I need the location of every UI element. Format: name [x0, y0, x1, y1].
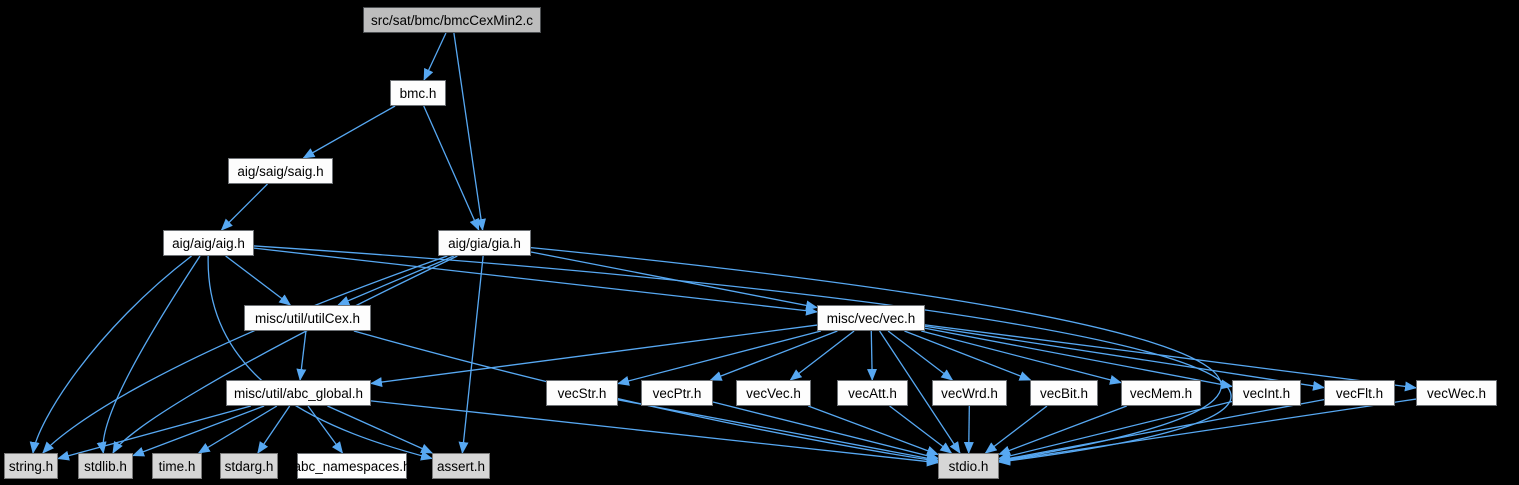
include-edge-aig-to-stdio: [253, 245, 1232, 466]
include-edge-vec-to-vecwrd: [887, 330, 954, 381]
include-edge-gia-to-stdlib: [112, 255, 458, 454]
graph-node-vecatt[interactable]: vecAtt.h: [837, 380, 908, 406]
graph-node-vecwec[interactable]: vecWec.h: [1416, 380, 1497, 406]
include-edge-abcglobal-to-assert: [327, 405, 433, 454]
include-edge-vec-to-vecint: [924, 327, 1233, 390]
include-edge-vecflt-to-stdio: [998, 398, 1325, 464]
include-edge-vec-to-abcglobal: [370, 324, 818, 388]
include-edge-vec-to-stdio: [879, 330, 961, 454]
graph-node-vecvec[interactable]: vecVec.h: [736, 380, 811, 406]
graph-node-stdio[interactable]: stdio.h: [938, 453, 999, 479]
include-edge-aig-to-assert: [207, 255, 433, 461]
include-edge-vecwec-to-stdio: [998, 398, 1417, 465]
graph-node-string[interactable]: string.h: [4, 453, 58, 479]
graph-node-vecstr[interactable]: vecStr.h: [546, 380, 618, 406]
graph-node-vecint[interactable]: vecInt.h: [1232, 380, 1301, 406]
graph-node-aig[interactable]: aig/aig/aig.h: [163, 230, 254, 256]
include-edge-abcglobal-to-stdlib: [132, 405, 265, 457]
include-edge-vec-to-vecwec: [924, 324, 1417, 392]
include-edge-root-to-gia: [453, 32, 486, 231]
graph-node-saig[interactable]: aig/saig/saig.h: [228, 158, 333, 184]
include-edge-vecwrd-to-stdio: [963, 405, 974, 454]
include-edge-bmc-to-saig: [302, 105, 396, 159]
graph-node-root: src/sat/bmc/bmcCexMin2.c: [363, 7, 541, 33]
include-edge-vecatt-to-stdio: [889, 405, 953, 454]
include-edge-gia-to-stdio: [530, 246, 1222, 465]
include-edge-aig-to-utilcex: [225, 255, 292, 306]
include-edge-vecmem-to-stdio: [998, 405, 1127, 456]
include-edge-abcglobal-to-stdio: [370, 400, 939, 467]
include-edge-vec-to-vecptr: [709, 330, 838, 381]
include-edge-abcglobal-to-time: [197, 405, 278, 454]
include-edge-vecptr-to-stdio: [712, 401, 939, 461]
graph-node-stdarg[interactable]: stdarg.h: [220, 453, 278, 479]
graph-node-gia[interactable]: aig/gia/gia.h: [438, 230, 531, 256]
include-edge-vecbit-to-stdio: [984, 405, 1048, 454]
include-edge-abcglobal-to-string: [57, 405, 252, 461]
include-edge-vecint-to-stdio: [998, 400, 1233, 461]
graph-node-time[interactable]: time.h: [152, 453, 202, 479]
include-edge-saig-to-aig: [220, 183, 268, 231]
include-edge-vec-to-vecstr: [617, 330, 822, 386]
graph-node-vecmem[interactable]: vecMem.h: [1121, 380, 1201, 406]
include-edge-vec-to-vecflt: [924, 325, 1325, 391]
graph-node-vecptr[interactable]: vecPtr.h: [641, 380, 713, 406]
include-edge-vec-to-vecatt: [867, 330, 878, 381]
include-edge-root-to-bmc: [423, 32, 447, 81]
graph-node-stdlib[interactable]: stdlib.h: [78, 453, 133, 479]
include-edge-gia-to-assert: [458, 255, 484, 454]
include-edge-vec-to-vecbit: [904, 330, 1032, 381]
graph-node-vecwrd[interactable]: vecWrd.h: [932, 380, 1007, 406]
include-edge-aig-to-string: [29, 255, 192, 454]
graph-node-utilcex[interactable]: misc/util/utilCex.h: [244, 305, 371, 331]
graph-node-abcns[interactable]: abc_namespaces.h: [293, 453, 411, 479]
graph-node-vecbit[interactable]: vecBit.h: [1030, 380, 1098, 406]
include-edge-aig-to-stdlib: [96, 255, 201, 454]
include-edge-vecstr-to-stdio: [617, 399, 939, 464]
include-edge-bmc-to-gia: [423, 105, 480, 231]
include-edge-aig-to-vec: [253, 247, 818, 316]
include-edge-gia-to-string: [42, 255, 448, 454]
include-edge-vecvec-to-stdio: [807, 405, 939, 456]
graph-node-vecflt[interactable]: vecFlt.h: [1324, 380, 1395, 406]
include-edge-abcglobal-to-stdarg: [257, 405, 291, 454]
graph-node-abcglobal[interactable]: misc/util/abc_global.h: [226, 380, 371, 406]
include-edge-abcglobal-to-abcns: [307, 405, 344, 454]
graph-node-assert[interactable]: assert.h: [432, 453, 490, 479]
include-edge-utilcex-to-abcglobal: [296, 330, 307, 381]
include-edge-vec-to-vecvec: [789, 330, 855, 381]
include-edge-vec-to-vecmem: [921, 330, 1122, 385]
include-edge-gia-to-utilcex: [337, 255, 455, 306]
graph-node-bmc[interactable]: bmc.h: [390, 80, 446, 106]
graph-node-vec[interactable]: misc/vec/vec.h: [817, 305, 925, 331]
include-edge-utilcex-to-stdio: [353, 330, 939, 465]
